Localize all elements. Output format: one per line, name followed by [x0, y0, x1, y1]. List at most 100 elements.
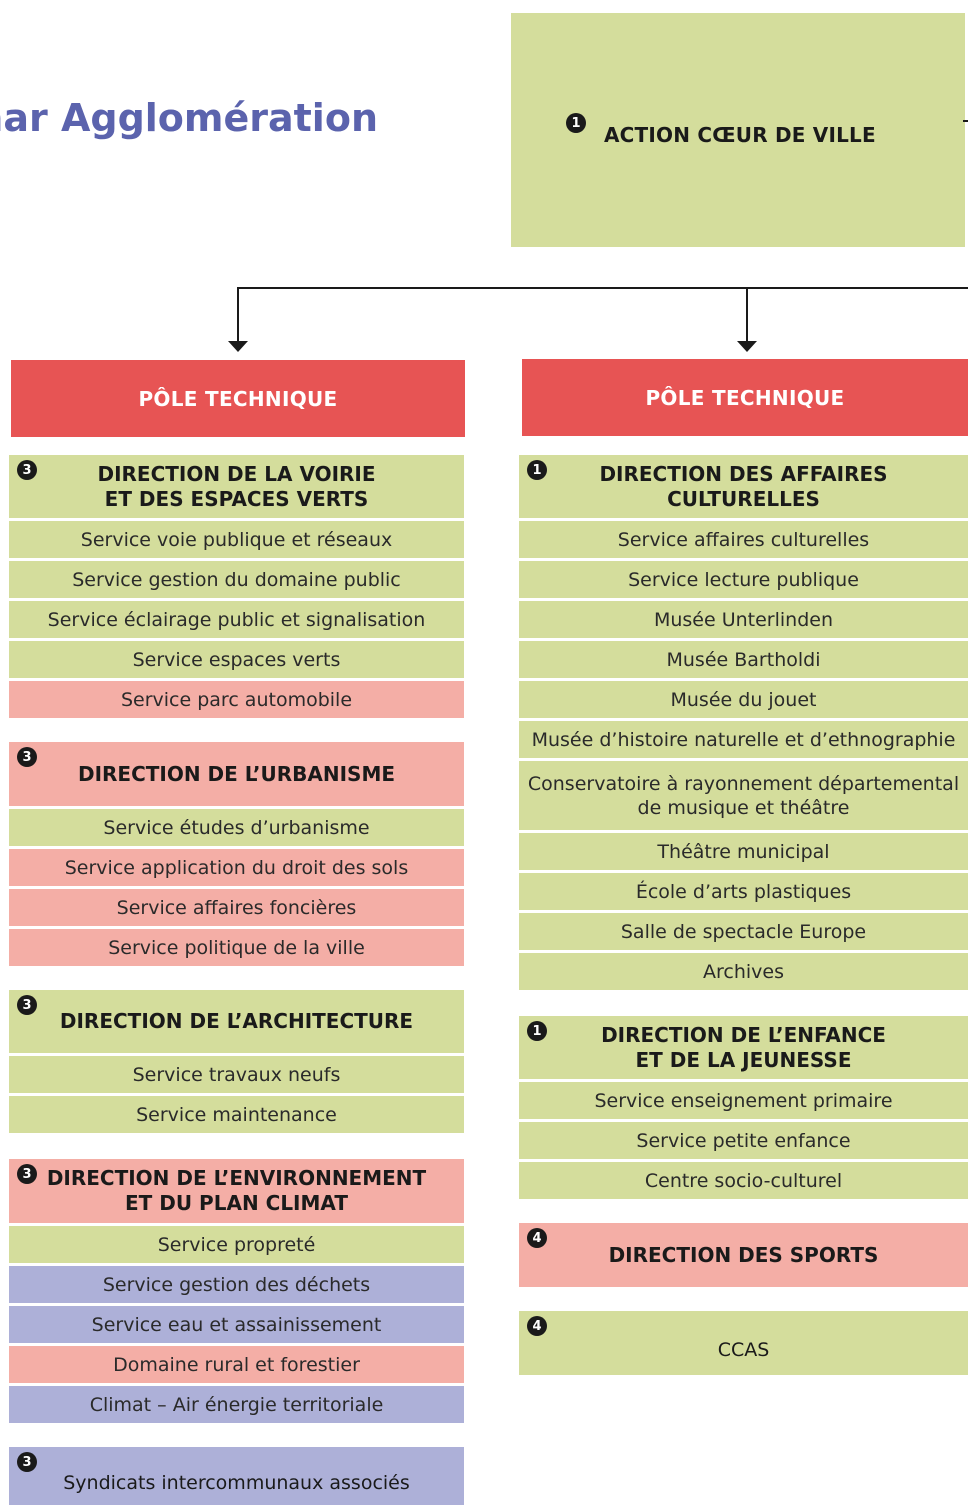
- service-item: Service politique de la ville: [9, 929, 464, 966]
- service-item: Théâtre municipal: [519, 833, 968, 870]
- service-label: Théâtre municipal: [657, 840, 830, 863]
- direction-title-line: ET DE LA JEUNESSE: [635, 1047, 852, 1072]
- service-item: Service parc automobile: [9, 681, 464, 718]
- service-item: Service maintenance: [9, 1096, 464, 1133]
- service-item: Service lecture publique: [519, 561, 968, 598]
- service-label: Service petite enfance: [636, 1129, 851, 1152]
- service-label: Service eau et assainissement: [91, 1313, 382, 1336]
- connector-horizontal: [237, 287, 968, 289]
- service-label: Service affaires foncières: [116, 896, 357, 919]
- service-label: Service affaires culturelles: [617, 528, 870, 551]
- service-item: École d’arts plastiques: [519, 873, 968, 910]
- service-item: Climat – Air énergie territoriale: [9, 1386, 464, 1423]
- direction-title: DIRECTION DES SPORTS: [609, 1243, 879, 1268]
- service-item: Musée Unterlinden: [519, 601, 968, 638]
- direction-title: DIRECTION DE L’ARCHITECTURE: [60, 1009, 413, 1034]
- direction-title-line: DIRECTION DE L’ENFANCE: [601, 1022, 886, 1047]
- connector-right-vertical: [746, 287, 748, 341]
- service-label: Conservatoire à rayonnement départementa…: [527, 772, 960, 819]
- direction-title-line: ET DU PLAN CLIMAT: [124, 1191, 348, 1215]
- service-item: Service espaces verts: [9, 641, 464, 678]
- left-pole-header: PÔLE TECHNIQUE: [11, 360, 465, 437]
- service-label: Service application du droit des sols: [64, 856, 409, 879]
- service-item: Service propreté: [9, 1226, 464, 1263]
- number-badge: 1: [527, 460, 547, 480]
- service-item: Service gestion du domaine public: [9, 561, 464, 598]
- arrow-right-icon: [737, 341, 757, 352]
- service-item: Service travaux neufs: [9, 1056, 464, 1093]
- service-label: Musée d’histoire naturelle et d’ethnogra…: [531, 728, 956, 751]
- service-label: Service propreté: [157, 1233, 316, 1256]
- action-coeur-de-ville-box: 1 ACTION CŒUR DE VILLE: [511, 13, 965, 247]
- direction-title-line: DIRECTION DES AFFAIRES: [599, 461, 888, 486]
- service-label: Service politique de la ville: [108, 936, 365, 959]
- service-item: Service voie publique et réseaux: [9, 521, 464, 558]
- service-item: Salle de spectacle Europe: [519, 913, 968, 950]
- direction-title-line: CULTURELLES: [667, 486, 820, 511]
- number-badge: 3: [17, 1164, 37, 1184]
- service-item: Musée du jouet: [519, 681, 968, 718]
- service-item: Archives: [519, 953, 968, 990]
- service-label: Archives: [703, 960, 784, 983]
- direction-title-line: Syndicats intercommunaux associés: [63, 1471, 410, 1494]
- service-item: Service affaires foncières: [9, 889, 464, 926]
- number-badge: 1: [566, 113, 586, 133]
- service-label: Service études d’urbanisme: [103, 816, 370, 839]
- service-item: Centre socio-culturel: [519, 1162, 968, 1199]
- direction-title-line: ET DES ESPACES VERTS: [104, 486, 369, 511]
- service-label: Musée Bartholdi: [666, 648, 821, 671]
- service-item: Musée Bartholdi: [519, 641, 968, 678]
- direction-title-line: DIRECTION DE LA VOIRIE: [97, 461, 376, 486]
- direction-title: CCAS: [718, 1324, 770, 1363]
- service-item: Service application du droit des sols: [9, 849, 464, 886]
- number-badge: 4: [527, 1316, 547, 1336]
- service-label: École d’arts plastiques: [635, 880, 852, 903]
- service-label: Service gestion des déchets: [102, 1273, 371, 1296]
- service-label: Service parc automobile: [120, 688, 353, 711]
- number-badge: 1: [527, 1021, 547, 1041]
- number-badge: 3: [17, 1452, 37, 1472]
- service-label: Service travaux neufs: [132, 1063, 341, 1086]
- service-label: Musée Unterlinden: [653, 608, 834, 631]
- service-item: Service éclairage public et signalisatio…: [9, 601, 464, 638]
- service-label: Service lecture publique: [628, 568, 859, 591]
- number-badge: 3: [17, 747, 37, 767]
- direction-header: 4 CCAS: [519, 1311, 968, 1375]
- service-item: Domaine rural et forestier: [9, 1346, 464, 1383]
- service-item: Service affaires culturelles: [519, 521, 968, 558]
- direction-title: Syndicats intercommunaux associés: [63, 1457, 410, 1496]
- number-badge: 4: [527, 1228, 547, 1248]
- service-item: Musée d’histoire naturelle et d’ethnogra…: [519, 721, 968, 758]
- direction-title-line: DIRECTION DES SPORTS: [608, 1242, 879, 1267]
- service-label: Domaine rural et forestier: [113, 1353, 360, 1376]
- service-label: Service gestion du domaine public: [72, 568, 401, 591]
- service-label: Service éclairage public et signalisatio…: [47, 608, 426, 631]
- right-pole-header: PÔLE TECHNIQUE: [522, 359, 968, 436]
- service-item: Service petite enfance: [519, 1122, 968, 1159]
- connector-left-vertical: [237, 287, 239, 341]
- service-label: Service voie publique et réseaux: [80, 528, 393, 551]
- direction-title: DIRECTION DE L’URBANISME: [78, 762, 395, 787]
- direction-box: 4 CCAS: [519, 1311, 968, 1375]
- service-item: Service eau et assainissement: [9, 1306, 464, 1343]
- service-label: Service espaces verts: [132, 648, 341, 671]
- direction-title-line: DIRECTION DE L’ARCHITECTURE: [59, 1009, 414, 1033]
- service-label: Climat – Air énergie territoriale: [89, 1393, 384, 1416]
